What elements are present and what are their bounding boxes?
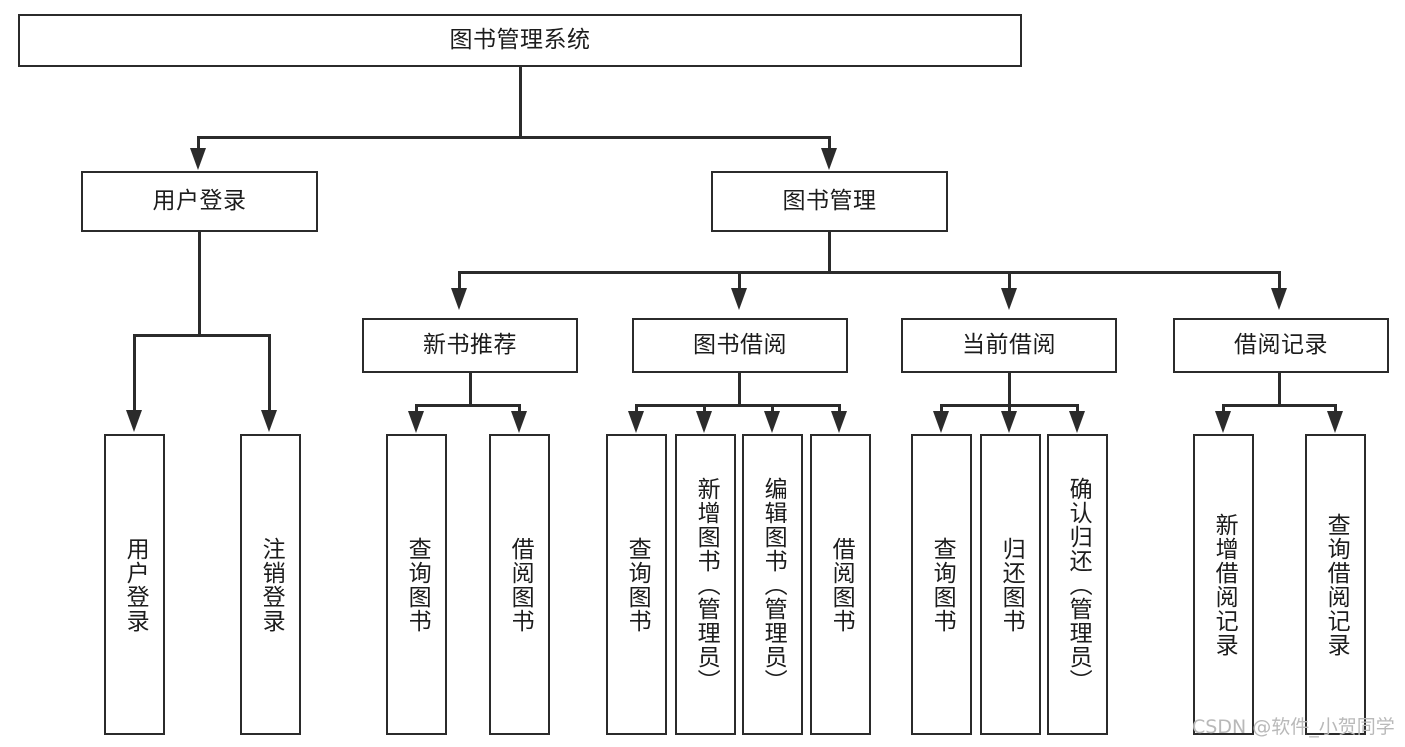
leaf-logout-label: 注销登录 [258,536,285,633]
arrow-to-leaf-br-add [1215,411,1231,433]
arrow-to-new-book [451,288,467,310]
connector-new-book-bus [415,404,521,407]
connector-user-login-drop-2 [268,334,271,413]
arrow-to-leaf-cb-return [1001,411,1017,433]
connector-level3-bus [458,271,1281,274]
leaf-cb-return-book-label: 归还图书 [998,536,1025,633]
connector-book-borrow-bus [635,404,840,407]
arrow-to-leaf-user-login [126,410,142,432]
connector-level3-drop-1 [458,271,461,291]
arrow-to-leaf-newbook-borrow [511,411,527,433]
arrow-to-leaf-bb-query [628,411,644,433]
node-book-management[interactable]: 图书管理 [711,171,948,232]
leaf-newbook-borrow-book-label: 借阅图书 [507,536,534,633]
csdn-watermark: CSDN @软件_小贺同学 [1192,716,1395,738]
arrow-to-leaf-cb-confirm [1069,411,1085,433]
connector-book-borrow-drop-4 [838,404,841,414]
connector-book-borrow-drop-2 [703,404,706,414]
connector-level2-drop-1 [197,136,200,152]
node-borrow-record[interactable]: 借阅记录 [1173,318,1389,373]
node-user-login-label: 用户登录 [152,188,247,215]
leaf-bb-query-book-label: 查询图书 [624,536,651,633]
connector-user-login-stem [198,232,201,337]
leaf-newbook-query-book[interactable]: 查询图书 [386,434,447,735]
connector-current-borrow-stem [1008,373,1011,406]
arrow-to-leaf-newbook-query [408,411,424,433]
arrow-to-leaf-bb-add [696,411,712,433]
connector-current-borrow-drop-2 [1008,404,1011,414]
connector-user-login-drop-1 [133,334,136,413]
connector-level2-drop-2 [828,136,831,152]
node-book-borrow[interactable]: 图书借阅 [632,318,848,373]
connector-new-book-drop-1 [415,404,418,414]
node-book-management-label: 图书管理 [782,188,877,215]
connector-book-borrow-drop-1 [635,404,638,414]
arrow-to-leaf-bb-borrow [831,411,847,433]
arrow-to-leaf-cb-query [933,411,949,433]
node-user-login[interactable]: 用户登录 [81,171,318,232]
leaf-cb-query-book-label: 查询图书 [929,536,956,633]
connector-book-borrow-drop-3 [771,404,774,414]
leaf-cb-query-book[interactable]: 查询图书 [911,434,972,735]
leaf-bb-edit-book-label: 编辑图书（管理员） [760,476,787,693]
arrow-to-current-borrow [1001,288,1017,310]
leaf-bb-add-book-label: 新增图书（管理员） [693,476,720,693]
node-current-borrow-label: 当前借阅 [962,332,1056,359]
leaf-br-query-record[interactable]: 查询借阅记录 [1305,434,1366,735]
connector-new-book-stem [469,373,472,406]
node-new-book-recommend[interactable]: 新书推荐 [362,318,578,373]
leaf-logout[interactable]: 注销登录 [240,434,301,735]
arrow-to-leaf-bb-edit [764,411,780,433]
leaf-br-query-record-label: 查询借阅记录 [1323,512,1350,657]
connector-new-book-drop-2 [518,404,521,414]
leaf-bb-add-book[interactable]: 新增图书（管理员） [675,434,736,735]
leaf-cb-confirm-return-label: 确认归还（管理员） [1065,476,1092,693]
arrow-to-leaf-br-query [1327,411,1343,433]
node-root[interactable]: 图书管理系统 [18,14,1022,67]
connector-book-management-stem [828,232,831,274]
connector-user-login-bus [133,334,271,337]
leaf-cb-return-book[interactable]: 归还图书 [980,434,1041,735]
connector-root-stem [519,67,522,138]
node-new-book-recommend-label: 新书推荐 [423,332,517,359]
leaf-br-add-record[interactable]: 新增借阅记录 [1193,434,1254,735]
leaf-cb-confirm-return[interactable]: 确认归还（管理员） [1047,434,1108,735]
leaf-bb-edit-book[interactable]: 编辑图书（管理员） [742,434,803,735]
arrow-to-borrow-record [1271,288,1287,310]
leaf-user-login[interactable]: 用户登录 [104,434,165,735]
connector-borrow-record-drop-1 [1222,404,1225,414]
leaf-user-login-label: 用户登录 [122,536,149,633]
connector-borrow-record-bus [1222,404,1337,407]
leaf-newbook-borrow-book[interactable]: 借阅图书 [489,434,550,735]
node-current-borrow[interactable]: 当前借阅 [901,318,1117,373]
leaf-bb-query-book[interactable]: 查询图书 [606,434,667,735]
connector-borrow-record-drop-2 [1334,404,1337,414]
node-book-borrow-label: 图书借阅 [693,332,787,359]
leaf-bb-borrow-book[interactable]: 借阅图书 [810,434,871,735]
node-root-label: 图书管理系统 [449,27,591,54]
connector-borrow-record-stem [1278,373,1281,406]
connector-current-borrow-drop-3 [1076,404,1079,414]
connector-book-borrow-stem [738,373,741,406]
connector-level3-drop-3 [1008,271,1011,291]
leaf-bb-borrow-book-label: 借阅图书 [828,536,855,633]
connector-level3-drop-2 [738,271,741,291]
node-borrow-record-label: 借阅记录 [1234,332,1328,359]
arrow-to-book-borrow [731,288,747,310]
connector-current-borrow-drop-1 [940,404,943,414]
leaf-newbook-query-book-label: 查询图书 [404,536,431,633]
connector-level2-bus [197,136,831,139]
arrow-to-user-login [190,148,206,170]
connector-level3-drop-4 [1278,271,1281,291]
arrow-to-book-management [821,148,837,170]
leaf-br-add-record-label: 新增借阅记录 [1211,512,1238,657]
arrow-to-leaf-logout [261,410,277,432]
